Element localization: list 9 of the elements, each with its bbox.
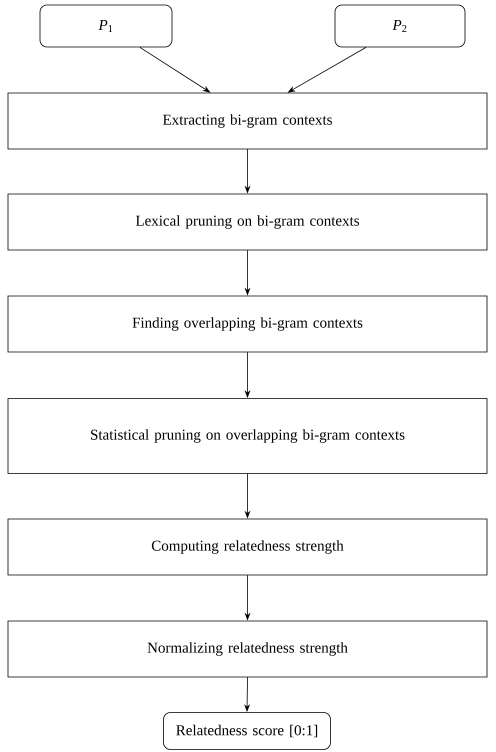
process-box: Finding overlapping bi-gram contexts bbox=[8, 296, 488, 352]
process-box: Statistical pruning on overlapping bi-gram contexts bbox=[8, 398, 488, 474]
rounded-box: P$_{1}$ bbox=[40, 4, 172, 48]
process-box: Normalizing relatedness strength bbox=[8, 620, 488, 678]
process-box: Lexical pruning on bi-gram contexts bbox=[8, 194, 488, 250]
process-box: Computing relatedness strength bbox=[8, 518, 488, 576]
process-box: Extracting bi-gram contexts bbox=[8, 92, 488, 150]
rounded-box: P$_{2}$ bbox=[334, 4, 466, 48]
rounded-box: Relatedness score [0:1] bbox=[163, 712, 331, 750]
